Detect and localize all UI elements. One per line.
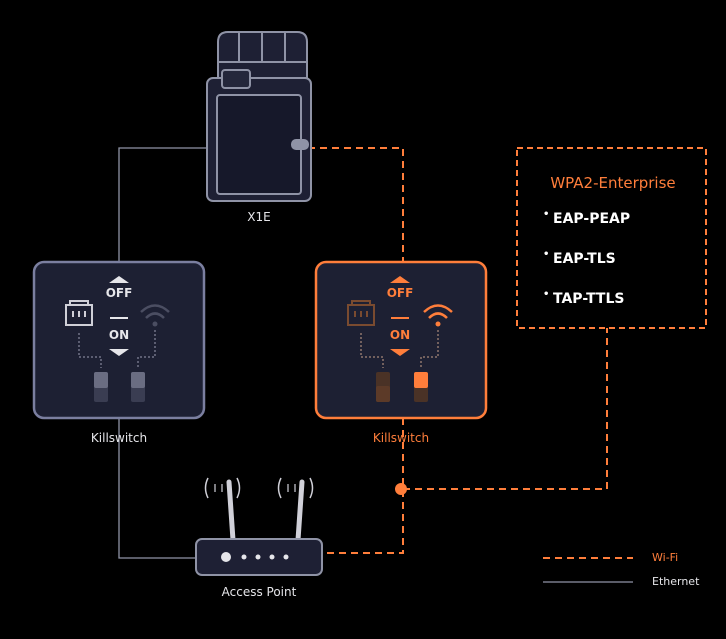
killswitch-left-on-label: ON xyxy=(108,328,130,342)
killswitch-right-off-label: OFF xyxy=(386,286,414,300)
wpa2-box xyxy=(516,147,707,329)
wifi-junction xyxy=(395,483,407,495)
legend-wifi-label: Wi-Fi xyxy=(652,551,679,564)
wpa2-title: WPA2-Enterprise xyxy=(550,174,676,192)
eap-method-label: EAP-PEAP xyxy=(553,211,631,227)
list-item: •EAP-TLS xyxy=(543,249,616,267)
killswitch-left-icon xyxy=(32,260,206,420)
killswitch-right-label: Killswitch xyxy=(372,431,430,445)
killswitch-left-off-label: OFF xyxy=(105,286,133,300)
legend-ethernet-label: Ethernet xyxy=(652,575,700,588)
killswitch-left-label: Killswitch xyxy=(90,431,148,445)
access-point-icon xyxy=(195,477,323,576)
device-label: X1E xyxy=(247,210,271,224)
ethernet-lines xyxy=(118,147,207,559)
killswitch-right-on-label: ON xyxy=(389,328,411,342)
wifi-lines xyxy=(308,147,608,554)
list-item: •TAP-TTLS xyxy=(543,289,625,307)
legend-lines xyxy=(543,557,633,583)
eap-method-list: •EAP-PEAP •EAP-TLS •TAP-TTLS xyxy=(543,206,630,326)
access-point-label: Access Point xyxy=(221,585,297,599)
eap-method-label: TAP-TTLS xyxy=(553,291,625,307)
list-item: •EAP-PEAP xyxy=(543,209,631,227)
eap-method-label: EAP-TLS xyxy=(553,251,616,267)
x1e-device-icon xyxy=(206,31,312,202)
killswitch-right-icon xyxy=(314,260,488,420)
